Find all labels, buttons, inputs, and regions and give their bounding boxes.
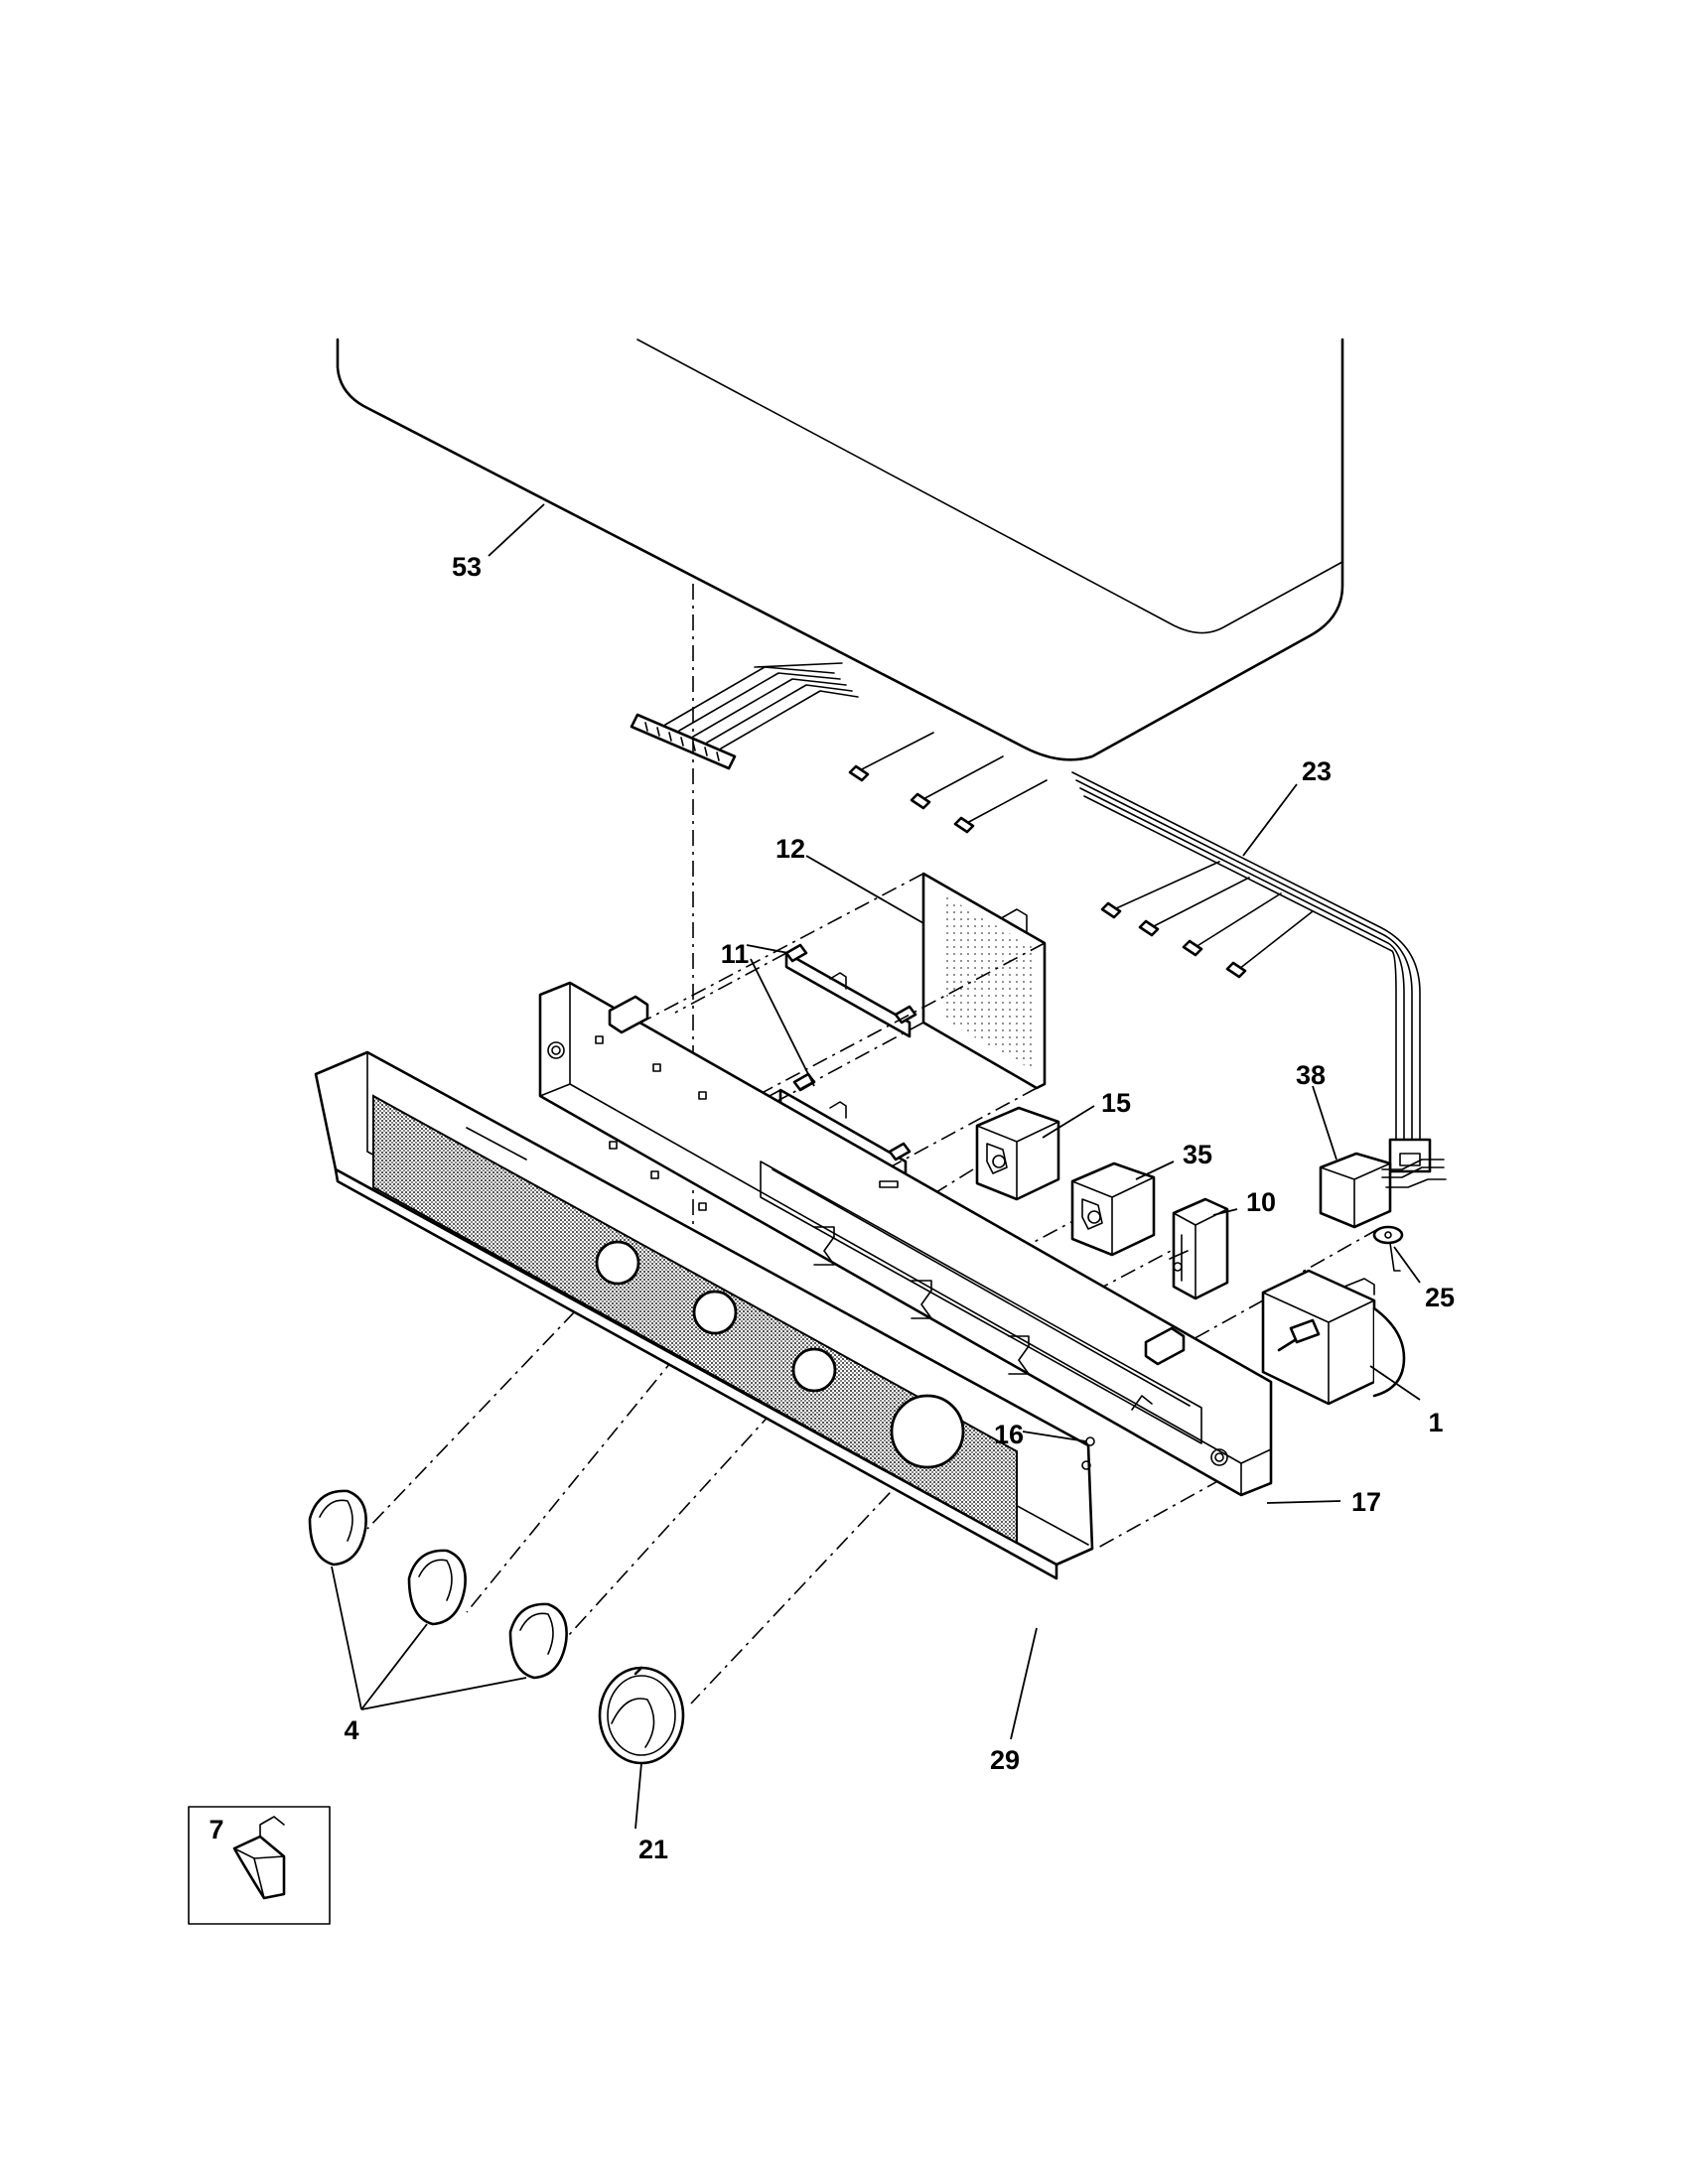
console-panel-part-17: [538, 981, 1273, 1497]
callout-15: 15: [1101, 1088, 1131, 1118]
callout-38: 38: [1296, 1060, 1326, 1090]
callout-4: 4: [344, 1715, 358, 1745]
harness-connector: [630, 662, 1048, 834]
callout-11: 11: [721, 939, 750, 969]
callout-21: 21: [638, 1835, 668, 1864]
switch-part-10: [1169, 1197, 1229, 1300]
callout-7: 7: [209, 1815, 223, 1844]
front-console-part-29: [314, 1050, 1094, 1580]
switch-part-35: [1070, 1161, 1156, 1257]
screw-part-25: [1372, 1225, 1404, 1272]
clip-inset-part-7: [188, 1806, 331, 1925]
callout-labels: 53 23 12 11 15 35 10 38 25 1 16 17 4 29 …: [209, 552, 1455, 1864]
callout-1: 1: [1428, 1408, 1443, 1437]
knob-part-4-c: [508, 1602, 568, 1680]
timer-part-1: [1261, 1269, 1406, 1406]
wire-harness-part-23: [1071, 771, 1432, 1173]
buzzer-part-38: [1319, 1152, 1447, 1229]
board-rail-upper-part-11: [784, 943, 917, 1038]
control-board-part-12: [921, 872, 1047, 1090]
callout-29: 29: [990, 1745, 1020, 1775]
callout-35: 35: [1183, 1140, 1212, 1169]
callout-12: 12: [775, 834, 805, 864]
callout-23: 23: [1302, 756, 1332, 786]
callout-16: 16: [994, 1420, 1024, 1449]
callout-17: 17: [1351, 1487, 1381, 1517]
callout-25: 25: [1425, 1283, 1455, 1312]
callout-10: 10: [1246, 1187, 1276, 1217]
knob-part-4-a: [308, 1489, 367, 1567]
callout-53: 53: [452, 552, 482, 582]
timer-knob-part-21: [598, 1666, 685, 1765]
leader-lines: [331, 503, 1421, 1830]
knob-part-4-b: [407, 1549, 467, 1626]
switch-part-15: [975, 1106, 1060, 1201]
top-panel-part-53: [336, 338, 1344, 761]
